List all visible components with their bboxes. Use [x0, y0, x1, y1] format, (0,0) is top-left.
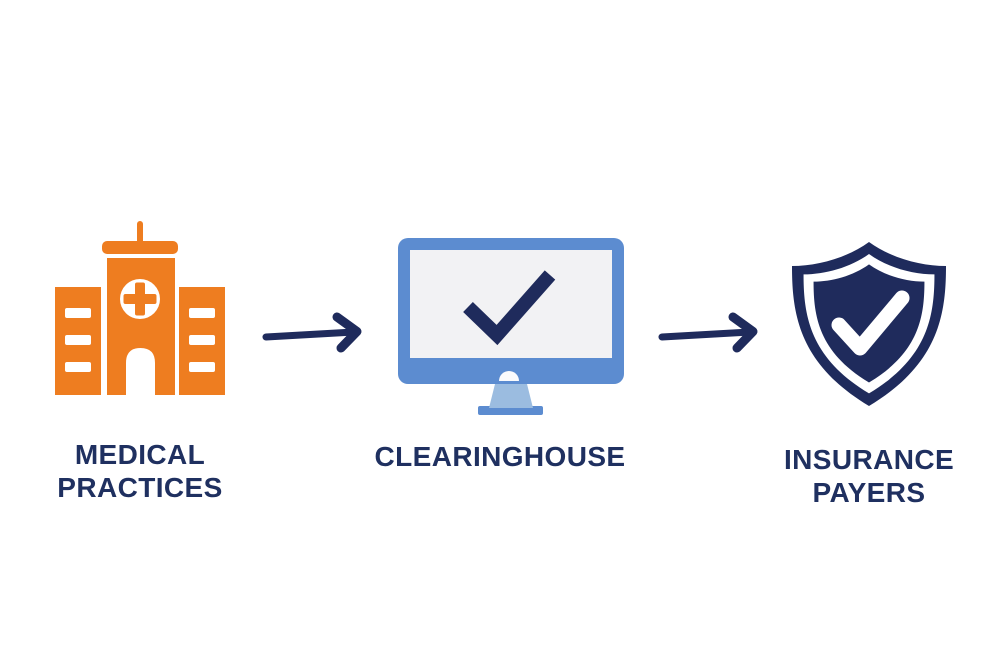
label-clearinghouse: CLEARINGHOUSE [350, 440, 650, 473]
label-line: INSURANCE [783, 444, 955, 475]
label-medical-practices: MEDICAL PRACTICES [0, 438, 280, 504]
shield-checkmark-icon [785, 233, 953, 411]
arrow-right-icon [656, 310, 764, 356]
label-insurance-payers: INSURANCE PAYERS [719, 443, 1000, 509]
monitor-checkmark-icon [395, 236, 627, 416]
arrow-right-icon [260, 310, 368, 356]
label-line: PAYERS [812, 477, 926, 508]
label-line: MEDICAL [74, 439, 206, 470]
label-line: CLEARINGHOUSE [374, 441, 626, 472]
hospital-icon [50, 215, 230, 400]
label-line: PRACTICES [57, 472, 223, 503]
